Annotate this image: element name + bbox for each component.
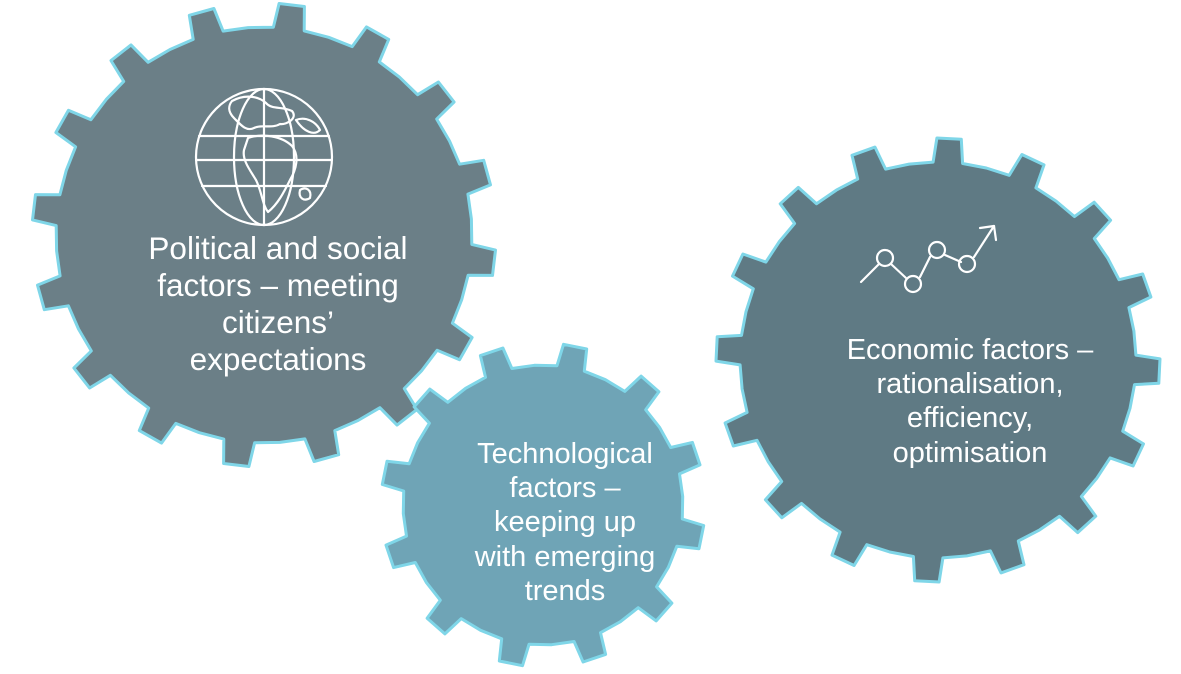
gear-label-economic: Economic factors – rationalisation, effi… [780, 333, 1160, 470]
gear-economic [714, 136, 1162, 584]
label-line: factors – [509, 472, 621, 505]
label-line: keeping up [494, 506, 636, 539]
gear-label-political: Political and social factors – meeting c… [88, 230, 468, 379]
gear-technological [380, 342, 706, 668]
label-line: Economic factors – [846, 334, 1094, 366]
label-line: citizens’ [221, 304, 335, 341]
globe-icon [194, 87, 334, 227]
label-line: optimisation [892, 436, 1048, 469]
label-line: factors – meeting [157, 267, 399, 304]
label-line: with emerging [474, 540, 656, 573]
label-line: Political and social [148, 230, 408, 266]
gear-label-technological: Technological factors – keeping up with … [420, 437, 710, 608]
label-line: rationalisation, [876, 368, 1064, 401]
label-line: efficiency, [906, 402, 1034, 435]
label-line: expectations [189, 341, 367, 378]
label-line: Technological [477, 438, 653, 470]
gear-political [31, 2, 497, 468]
label-line: trends [524, 574, 606, 607]
trend-chart-icon [859, 224, 998, 294]
